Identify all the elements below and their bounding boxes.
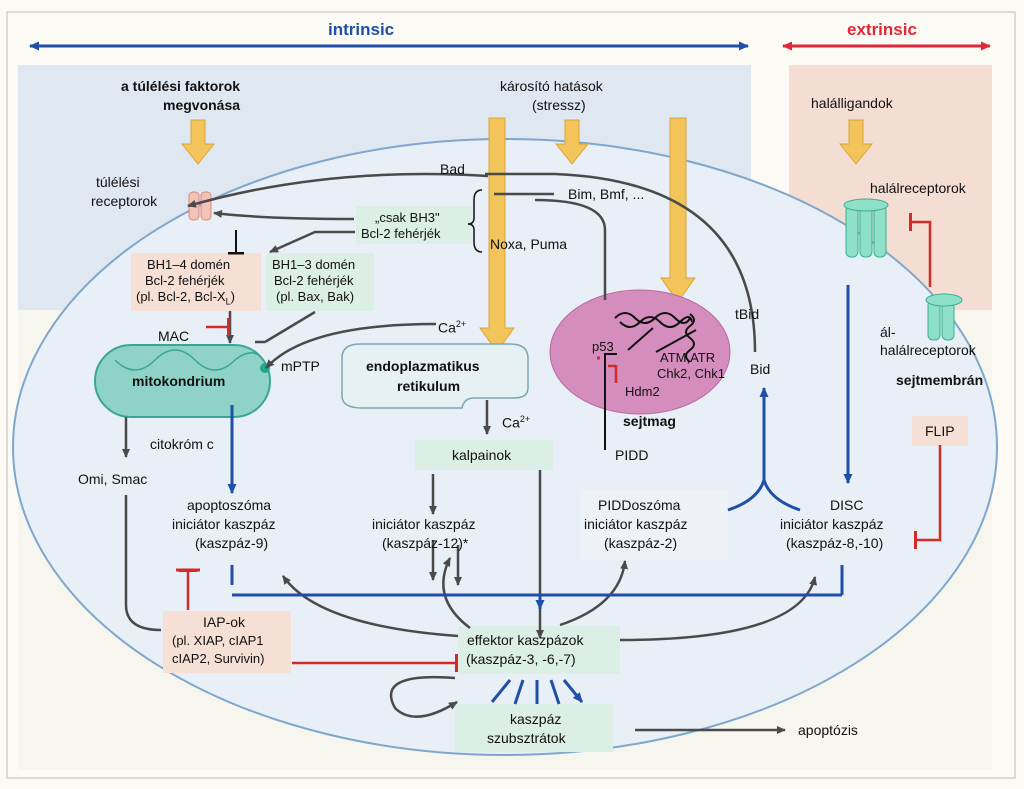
pidd-label: PIDD	[615, 447, 649, 463]
decoy-receptors-line1: ál-	[880, 324, 896, 340]
bh13-line3: (pl. Bax, Bak)	[276, 289, 355, 304]
death-receptors-label: halálreceptorok	[870, 180, 966, 196]
bh14-line3: (pl. Bcl-2, Bcl-XL)	[136, 289, 235, 307]
hdm2-label: Hdm2	[625, 384, 660, 399]
figure-frame	[6, 11, 1016, 779]
flip-label: FLIP	[925, 423, 955, 439]
survival-factor-withdrawal-line2: megvonása	[163, 97, 241, 113]
iap-line2: (pl. XIAP, cIAP1	[172, 633, 264, 648]
cell-membrane-label: sejtmembrán	[896, 372, 984, 388]
ca-label-1: Ca2+	[438, 319, 467, 336]
apoptosome-line2: iniciátor kaszpáz	[172, 516, 276, 532]
bh13-line2: Bcl-2 fehérjék	[274, 273, 354, 288]
death-ligands-label: halálligandok	[811, 95, 893, 111]
piddosome-line3: (kaszpáz-2)	[604, 535, 678, 551]
endoplasmic-reticulum	[341, 343, 529, 409]
decoy-receptors-line2: halálreceptorok	[880, 342, 976, 358]
survival-receptors-line1: túlélési	[96, 174, 140, 190]
mac-label: MAC	[158, 328, 190, 344]
mitochondrion-label: mitokondrium	[132, 373, 226, 389]
bh14-line1: BH1–4 domén	[147, 257, 231, 272]
noxa-puma-label: Noxa, Puma	[490, 236, 568, 252]
piddosome-line2: iniciátor kaszpáz	[584, 516, 688, 532]
effector-line1: effektor kaszpázok	[467, 632, 584, 648]
disc-line1: DISC	[830, 497, 864, 513]
disc-line2: iniciátor kaszpáz	[780, 516, 884, 532]
initiator12-line1: iniciátor kaszpáz	[372, 516, 476, 532]
apoptosome-line3: (kaszpáz-9)	[195, 535, 269, 551]
omi-smac-label: Omi, Smac	[78, 471, 148, 487]
atm-atr-label: ATM,ATR	[660, 350, 716, 365]
mitochondrion	[94, 344, 271, 418]
chk-label: Chk2, Chk1	[657, 366, 725, 381]
bh14-line2: Bcl-2 fehérjék	[145, 273, 225, 288]
piddosome-line1: PIDDoszóma	[598, 497, 681, 513]
iap-line3: cIAP2, Survivin)	[172, 651, 265, 666]
disc-line3: (kaszpáz-8,-10)	[786, 535, 884, 551]
nucleus	[549, 289, 731, 415]
bim-bmf-label: Bim, Bmf, ...	[568, 186, 645, 202]
death-receptor-icon	[843, 198, 889, 258]
decoy-receptor-icon	[925, 293, 963, 341]
substrates-line1: kaszpáz	[510, 711, 562, 727]
bh13-line1: BH1–3 domén	[272, 257, 356, 272]
ca-label-2: Ca2+	[502, 414, 531, 431]
bad-label: Bad	[440, 161, 465, 177]
bh3-only-line2: Bcl-2 fehérjék	[361, 226, 441, 241]
survival-receptors-line2: receptorok	[91, 193, 158, 209]
damage-line1: károsító hatások	[500, 78, 603, 94]
damage-line2: (stressz)	[532, 97, 586, 113]
cytochrome-c-label: citokróm c	[150, 436, 214, 452]
mptp-label: mPTP	[281, 358, 320, 374]
survival-factor-withdrawal-line1: a túlélési faktorok	[121, 78, 241, 94]
stimulus-arrows	[180, 117, 874, 353]
apoptosis-label: apoptózis	[798, 722, 858, 738]
effector-line2: (kaszpáz-3, -6,-7)	[466, 651, 576, 667]
extrinsic-header: extrinsic	[847, 20, 917, 39]
calpains-label: kalpainok	[452, 447, 512, 463]
nucleus-label: sejtmag	[623, 413, 676, 429]
substrates-line2: szubsztrátok	[487, 730, 566, 746]
tbid-label: tBid	[735, 306, 760, 322]
apoptosome-line1: apoptoszóma	[187, 497, 272, 513]
p53-label: p53	[592, 339, 614, 354]
initiator12-line2: (kaszpáz-12)*	[382, 535, 469, 551]
intrinsic-header: intrinsic	[328, 20, 395, 39]
iap-line1: IAP-ok	[203, 614, 246, 630]
er-line2: retikulum	[397, 378, 461, 394]
bid-label: Bid	[750, 361, 771, 377]
bh3-only-line1: „csak BH3"	[375, 210, 440, 225]
er-line1: endoplazmatikus	[366, 358, 480, 374]
